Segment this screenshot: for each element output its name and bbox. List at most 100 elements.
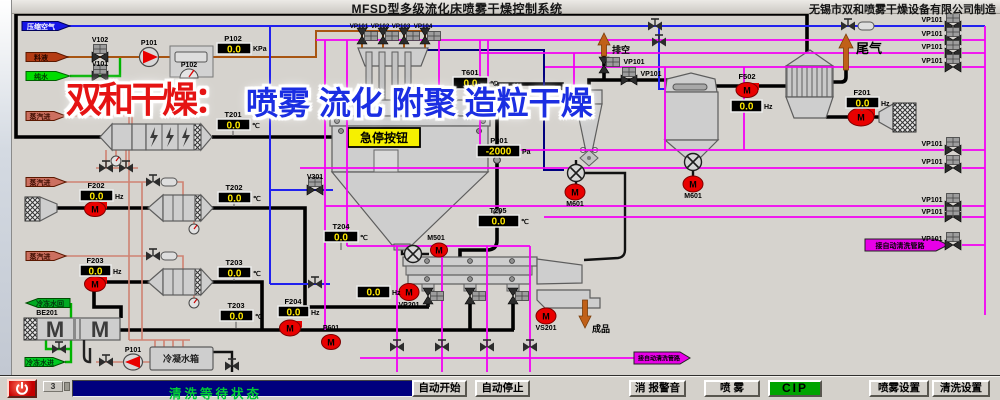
svg-text:0.0: 0.0 — [464, 79, 478, 90]
left-window-edge — [0, 0, 12, 375]
motor-M601-chamber[interactable]: M M601 — [682, 175, 704, 200]
svg-text:VP103: VP103 — [392, 23, 411, 30]
svg-text:VP104: VP104 — [414, 23, 433, 30]
svg-text:T204: T204 — [332, 222, 350, 231]
svg-text:Hz: Hz — [113, 269, 122, 276]
svg-text:VP101: VP101 — [921, 209, 942, 216]
manual-valve — [647, 18, 663, 32]
svg-text:M501: M501 — [427, 235, 445, 242]
svg-text:P101: P101 — [141, 40, 157, 47]
right-valve-1[interactable]: VP101 — [921, 27, 962, 46]
source-arrow-steam-3: 蒸汽进 — [25, 251, 68, 261]
cip-line-label-bottom: 接自动清洗管路 — [633, 351, 691, 365]
svg-text:M: M — [689, 180, 697, 190]
fan-motor-F202[interactable]: M — [84, 201, 108, 217]
motor-VS201[interactable]: M VS201 — [535, 307, 557, 332]
svg-text:纯水: 纯水 — [34, 72, 49, 81]
svg-text:T203: T203 — [227, 301, 244, 310]
svg-text:Hz: Hz — [764, 104, 773, 111]
spray-button[interactable]: 喷 雾 — [704, 380, 760, 397]
display-F201: F201 0.0 Hz — [845, 88, 890, 111]
right-valve-2[interactable]: VP101 — [921, 40, 962, 59]
svg-text:℃: ℃ — [490, 80, 498, 88]
watermark-brand: 双和干燥： — [66, 79, 230, 120]
right-valve-5[interactable]: VP101 — [921, 155, 962, 174]
right-valve-3[interactable]: VP101 — [921, 54, 962, 73]
source-arrow-compressed-air: 压缩空气 — [21, 21, 72, 31]
chiller-id-label: BE201 — [36, 310, 58, 317]
display-P102: P102 0.0 KPa — [216, 34, 267, 56]
clean-settings-button[interactable]: 清洗设置 — [932, 380, 990, 397]
valve-V102[interactable]: V102 — [91, 37, 109, 63]
display-F204: F204 0.0 Hz — [277, 297, 320, 319]
right-valve-7[interactable]: VP101 — [921, 206, 962, 223]
svg-text:0.0: 0.0 — [334, 233, 348, 244]
power-button[interactable] — [7, 379, 37, 398]
svg-text:0.0: 0.0 — [90, 192, 104, 203]
feed-pump-P101[interactable]: P101 — [138, 40, 160, 68]
svg-text:T203: T203 — [225, 258, 242, 267]
cip-button[interactable]: CIP — [768, 380, 822, 397]
spray-settings-button[interactable]: 喷雾设置 — [869, 380, 929, 397]
nozzle-valve-VP104[interactable]: VP104 — [414, 23, 441, 45]
display-T601: T601 0.0 ℃ — [452, 68, 498, 90]
fan-motor-F203[interactable]: M — [84, 276, 108, 292]
svg-text:F502: F502 — [738, 72, 755, 81]
rotary-valve-cyclone[interactable] — [566, 163, 586, 183]
fan-motor-F204[interactable]: M — [279, 319, 303, 337]
rotary-valve-tower[interactable] — [403, 244, 423, 264]
air-heater-1 — [99, 122, 213, 152]
exhaust-label: 尾气 — [856, 41, 882, 56]
svg-text:V301: V301 — [307, 174, 323, 181]
svg-text:VS201: VS201 — [535, 325, 556, 332]
silence-alarm-button[interactable]: 消 报警音 — [629, 380, 686, 397]
condensate-pump-P101[interactable]: P101 — [122, 347, 144, 371]
manual-valve — [145, 174, 161, 188]
vent-valve-VP101[interactable]: VP101 — [598, 56, 645, 74]
svg-text:℃: ℃ — [252, 122, 260, 130]
svg-text:压缩空气: 压缩空气 — [27, 22, 55, 31]
status-bar: 清洗等待状态 — [72, 380, 460, 400]
right-valve-8[interactable]: VP101 — [921, 232, 962, 251]
condensate-tank-label: 冷凝水箱 — [163, 353, 199, 364]
auto-stop-button[interactable]: 自动停止 — [475, 380, 530, 397]
estop-button[interactable]: 急停按钮 — [347, 127, 421, 148]
cyclone-separator — [561, 84, 603, 167]
right-valve-4[interactable]: VP101 — [921, 137, 962, 156]
counter-spinner[interactable] — [64, 382, 70, 391]
fan-motor-F502[interactable]: M — [735, 82, 759, 98]
display-T201: T201 0.0 ℃ — [216, 110, 260, 136]
svg-text:F202: F202 — [87, 181, 104, 190]
right-valve-0[interactable]: VP101 — [921, 13, 962, 32]
vent-arrow: 排空 — [597, 32, 630, 57]
svg-text:VP101: VP101 — [921, 141, 942, 148]
valve-V301[interactable]: V301 — [306, 174, 324, 196]
nozzle-valve-VP102[interactable]: VP102 — [371, 23, 399, 45]
svg-text:冷冻水进: 冷冻水进 — [26, 358, 54, 367]
svg-text:VP101: VP101 — [921, 236, 942, 243]
svg-text:0.0: 0.0 — [287, 308, 301, 319]
rotary-valve-chamber[interactable] — [683, 152, 703, 172]
manual-valve — [145, 248, 161, 262]
bag-filter — [784, 49, 835, 119]
svg-text:M: M — [91, 205, 99, 215]
air-heater-2 — [147, 193, 214, 223]
line-valve-VP101[interactable]: VP101 — [620, 67, 662, 86]
motor-M601-cyclone[interactable]: M M601 — [564, 183, 586, 208]
auto-start-button[interactable]: 自动开始 — [412, 380, 467, 397]
motor-M501[interactable]: M M501 — [427, 235, 448, 258]
lightning-icon — [150, 127, 158, 147]
svg-text:T205: T205 — [489, 206, 506, 215]
motor-VP201[interactable]: M VP201 — [398, 283, 420, 310]
valve-V101[interactable]: V101 — [91, 61, 109, 82]
inline-filter — [857, 21, 875, 31]
nozzle-valve-VP103[interactable]: VP103 — [392, 23, 420, 45]
svg-text:F204: F204 — [284, 297, 302, 306]
svg-text:VP201: VP201 — [398, 302, 419, 309]
svg-text:M: M — [857, 113, 865, 123]
right-valve-6[interactable]: VP101 — [921, 193, 962, 212]
manual-valve — [51, 341, 67, 355]
nozzle-valve-VP101[interactable]: VP101 — [350, 23, 378, 45]
motor-P601[interactable]: M P601 — [321, 325, 341, 350]
chiller-compressor-1: M — [46, 317, 64, 342]
